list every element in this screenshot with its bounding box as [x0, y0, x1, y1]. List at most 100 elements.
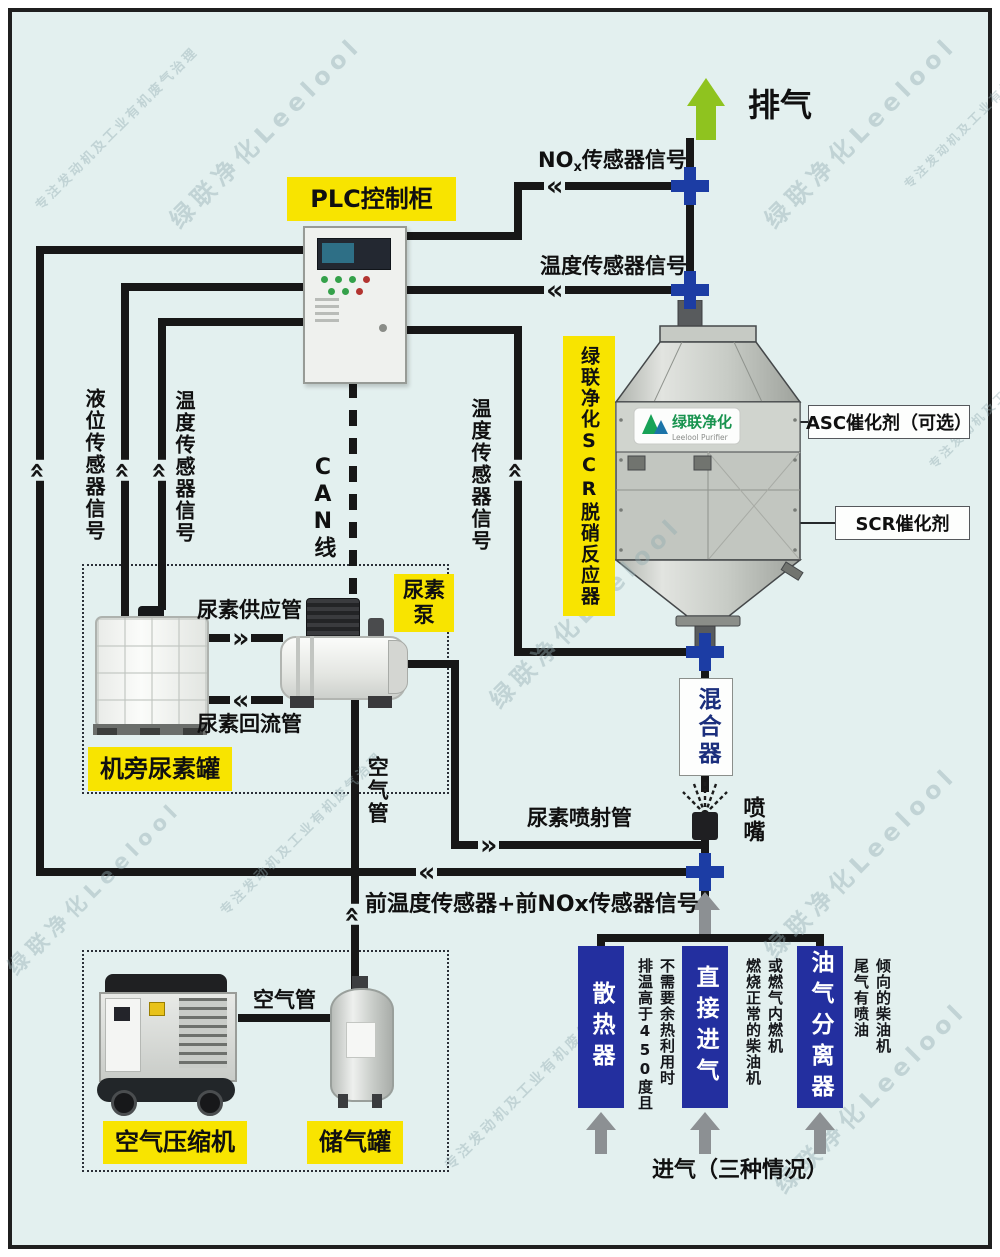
- nox-subscript: x: [573, 160, 582, 175]
- plc-left-stub-c: [158, 318, 305, 326]
- nox-signal-line-v: [514, 182, 522, 240]
- air-pipe-label-horizontal: 空气管: [253, 988, 316, 1012]
- urea-injection-label: 尿素喷射管: [527, 806, 632, 830]
- arrow-stem: [814, 1130, 826, 1154]
- plc-button: [342, 288, 349, 295]
- pallet-foot: [183, 728, 203, 735]
- flow-chevron-up-icon: «: [337, 903, 369, 926]
- compressor-panel: [105, 998, 141, 1072]
- compressor-top: [105, 974, 227, 994]
- can-bus-label: CAN线: [310, 455, 336, 560]
- compressor-wheel: [111, 1090, 137, 1116]
- flow-chevron-up-icon: «: [144, 459, 176, 482]
- temp-signal-label-top: 温度传感器信号: [540, 254, 687, 278]
- reactor-label: 绿联净化SCR脱硝反应器: [563, 336, 615, 616]
- flow-chevron-left-icon: «: [544, 171, 566, 202]
- pallet-foot: [140, 728, 160, 735]
- tank-body: [95, 616, 209, 728]
- compressor-button: [149, 1002, 165, 1016]
- air-compressor-image: [93, 974, 240, 1116]
- plc-display: [322, 243, 354, 263]
- exhaust-label: 排气: [748, 86, 813, 124]
- scr-leader-line: [788, 522, 835, 524]
- asc-catalyst-label: ASC催化剂（可选）: [806, 405, 972, 439]
- flow-chevron-up-icon: «: [22, 459, 54, 482]
- air-tank-label: 储气罐: [307, 1121, 403, 1164]
- urea-station-group-box: [82, 564, 449, 794]
- intake-arrow-icon: [586, 1112, 616, 1154]
- plc-lock: [379, 324, 387, 332]
- urea-return-label: 尿素回流管: [197, 712, 302, 736]
- plc-vent: [315, 298, 339, 326]
- plc-left-stub-a: [36, 246, 305, 254]
- flange-connector-icon: [686, 853, 724, 891]
- flow-chevron-up-icon: «: [107, 459, 139, 482]
- urea-tank-image: [93, 606, 209, 735]
- reactor-collar: [659, 325, 757, 343]
- mid-temp-line-v: [514, 326, 522, 656]
- air-receiver-tank-image: [326, 976, 394, 1108]
- arrow-head: [805, 1112, 835, 1130]
- tank-pallet: [93, 724, 207, 735]
- plc-button: [328, 288, 335, 295]
- intake-note-col: 排温高于450度且: [636, 958, 654, 1111]
- flow-chevron-left-icon: «: [416, 857, 438, 888]
- tank-cap: [138, 606, 164, 618]
- nox-signal-line-to-plc: [400, 232, 522, 240]
- nozzle-label: 喷嘴: [739, 796, 765, 844]
- urea-injection-line-v: [451, 660, 459, 849]
- mixer-label: 混合器: [679, 678, 733, 776]
- urea-pump-image: [276, 594, 414, 714]
- tank-leg: [338, 1094, 348, 1108]
- intake-note-col: 不需要余热利用时: [658, 958, 676, 1086]
- scr-catalyst-label: SCR催化剂: [835, 506, 970, 540]
- exhaust-pipe-upper: [686, 138, 694, 318]
- intake-banner-radiator: 散热器: [578, 946, 624, 1108]
- compressor-display: [114, 1007, 130, 1021]
- level-sensor-line-v: [121, 283, 129, 618]
- reactor-logo-cn: 绿联净化: [672, 413, 732, 431]
- urea-injection-line-stub: [396, 660, 459, 668]
- reactor-logo-plate: [633, 407, 741, 445]
- intake-note-col: 或燃气内燃机: [766, 958, 784, 1054]
- mid-temp-line-h: [514, 648, 705, 656]
- arrow-head: [690, 892, 720, 910]
- intake-stub-right: [816, 934, 824, 948]
- flange-connector-icon: [686, 633, 724, 671]
- pump-foot: [290, 696, 314, 708]
- nox-signal-label: NOx传感器信号: [538, 148, 687, 176]
- intake-caption: 进气（三种情况）: [652, 1158, 829, 1183]
- tank-sticker: [346, 1022, 376, 1058]
- flange-connector-icon: [671, 167, 709, 205]
- exhaust-up-arrow-icon: [696, 104, 716, 140]
- plc-button: [335, 276, 342, 283]
- intake-arrow-icon: [690, 1112, 720, 1154]
- pump-port: [368, 618, 384, 638]
- nozzle-icon: [692, 812, 718, 840]
- temp-sensor-label-left: 温度传感器信号: [172, 390, 196, 544]
- arrow-stem: [699, 910, 711, 934]
- level-sensor-label: 液位传感器信号: [82, 388, 106, 542]
- exhaust-up-arrow-icon: [687, 78, 725, 106]
- nox-signal-line-h: [514, 182, 690, 190]
- arrow-stem: [699, 1130, 711, 1154]
- intake-banner-direct: 直接进气: [682, 946, 728, 1108]
- reactor-logo-en: Leelool Purifier: [672, 433, 729, 442]
- flow-chevron-up-icon: «: [500, 459, 532, 482]
- arrow-head: [586, 1112, 616, 1130]
- intake-note-col: 燃烧正常的柴油机: [744, 958, 762, 1086]
- can-bus-line: [349, 382, 357, 598]
- flow-chevron-left-icon: «: [544, 275, 566, 306]
- pump-flange: [310, 636, 314, 696]
- nozzle-spray-icon: [682, 780, 728, 815]
- air-pipe-vertical: [351, 700, 359, 990]
- flange-connector-icon: [671, 271, 709, 309]
- plc-left-stub-b: [121, 283, 305, 291]
- pre-sensor-line-h: [36, 868, 709, 876]
- exhaust-flow-arrow-icon: [690, 892, 720, 934]
- mid-temp-line-stub: [400, 326, 522, 334]
- arrow-head: [690, 1112, 720, 1130]
- intake-stub-left: [597, 934, 605, 948]
- flow-chevron-left-icon: «: [230, 685, 252, 716]
- intake-arrow-icon: [805, 1112, 835, 1154]
